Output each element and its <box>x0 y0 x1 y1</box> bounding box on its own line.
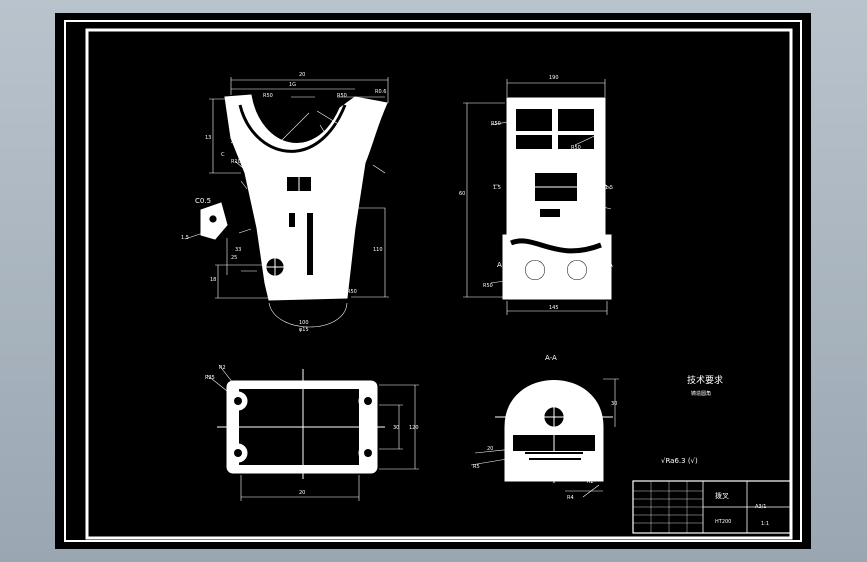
side-boss-left-inner <box>525 260 545 280</box>
side-leaders <box>490 120 612 284</box>
front-view: 20 1G R50 R50 R0.6 13 C R10 110 25 33 18… <box>181 72 389 333</box>
front-dim-label-13: R50 <box>295 211 305 217</box>
side-band <box>510 238 602 254</box>
side-window-ml <box>516 135 552 149</box>
tb-material: HT200 <box>715 519 731 525</box>
top-view: R2 R25 30 120 20 <box>205 364 419 501</box>
top-bottom-dim <box>240 475 360 501</box>
front-dim-label-1: 1G <box>289 82 296 88</box>
top-lug-bl-hole <box>234 449 242 457</box>
tb-drawing-no: A3/1 <box>755 504 766 510</box>
roughness-symbol: √Ra6.3 (√) <box>661 457 698 465</box>
top-dim-label-1: R25 <box>205 375 215 381</box>
side-dim-label-5: 60 <box>459 191 465 197</box>
side-top-dim <box>506 79 606 97</box>
top-right-dim1 <box>379 404 403 450</box>
section-title: A-A <box>545 354 557 362</box>
side-dim-label-8: R50 <box>483 283 493 289</box>
top-dim-label-3: 120 <box>409 425 419 431</box>
section-view: A-A 30 20 R5 R4 R2 <box>470 354 619 501</box>
side-dim-label-2: R50 <box>571 145 581 151</box>
front-dim-label-7: R10 <box>231 159 241 165</box>
section-dim-label-4: R2 <box>587 479 594 485</box>
front-right-dim <box>351 207 389 298</box>
side-bottom-dim <box>506 301 608 315</box>
front-small-slot <box>289 213 295 227</box>
side-view: 190 R50 R50 1.5 1:5 60 A A R50 145 <box>459 75 613 315</box>
side-slot <box>540 209 560 217</box>
front-dim-label-11: 18 <box>210 277 216 283</box>
tb-scale: 1:1 <box>761 521 769 527</box>
side-section-mark-left: A <box>497 261 502 269</box>
top-dim-label-0: R2 <box>219 365 226 371</box>
front-left-small-dims <box>215 238 269 299</box>
side-window-tr <box>558 109 594 131</box>
side-boss-right-inner <box>567 260 587 280</box>
front-dim-label-6: C <box>221 152 225 158</box>
front-left-dim <box>209 98 241 174</box>
outer-border <box>64 20 802 542</box>
front-dim-label-2: R50 <box>263 93 273 99</box>
drawing-viewport[interactable]: 20 1G R50 R50 R0.6 13 C R10 110 25 33 18… <box>55 13 811 549</box>
front-dim-label-15: 100 <box>299 320 309 326</box>
front-chamfer-note: C0.5 <box>195 197 211 205</box>
front-dim-label-4: R0.6 <box>375 89 386 95</box>
top-leaders <box>206 364 234 392</box>
front-slot <box>307 213 313 275</box>
top-lug-br-hole <box>364 449 372 457</box>
section-dim-label-1: 20 <box>487 446 493 452</box>
side-left-dim <box>463 102 505 298</box>
side-dim-label-4: 1:5 <box>605 185 613 191</box>
front-dim-label-0: 20 <box>299 72 305 78</box>
front-dim-label-9: 25 <box>231 255 237 261</box>
fork-arc-slot <box>238 104 347 153</box>
fork-body <box>224 94 388 301</box>
section-right-dim <box>603 378 619 427</box>
title-block: 拨叉 A3/1 HT200 1:1 <box>632 480 792 534</box>
front-dim-label-14: R50 <box>347 289 357 295</box>
top-right-dim2 <box>379 384 419 470</box>
tb-part-name: 拨叉 <box>715 491 729 500</box>
top-dim-label-4: 20 <box>299 490 305 496</box>
inner-border <box>85 28 793 540</box>
front-top-dim <box>230 77 389 103</box>
top-lug-tl-hole <box>234 397 242 405</box>
top-lug-tr-hole <box>364 397 372 405</box>
section-dim-label-0: 30 <box>611 401 617 407</box>
side-dim-label-1: R50 <box>491 121 501 127</box>
side-window-tl <box>516 109 552 131</box>
front-callout: 1.5 <box>181 235 189 241</box>
side-dim-label-3: 1.5 <box>493 185 501 191</box>
section-dim-label-2: R5 <box>473 464 480 470</box>
front-dim-label-3: R50 <box>337 93 347 99</box>
notes-line1: 铸造圆角 <box>691 390 711 397</box>
section-dim-label-3: R4 <box>567 495 574 501</box>
side-section-mark-right: A <box>608 261 613 269</box>
technical-notes: 技术要求 铸造圆角 √Ra6.3 (√) <box>661 374 723 465</box>
front-dim-label-12: R50 <box>311 179 321 185</box>
side-dim-label-9: 145 <box>549 305 559 311</box>
top-dim-label-2: 30 <box>393 425 399 431</box>
section-hatch <box>525 452 583 460</box>
front-dim-label-16: φ15 <box>299 327 309 333</box>
side-dim-label-0: 190 <box>549 75 559 81</box>
front-leaders <box>184 96 386 272</box>
cad-drawing: 20 1G R50 R50 R0.6 13 C R10 110 25 33 18… <box>64 20 802 542</box>
notes-title: 技术要求 <box>687 374 723 386</box>
front-dim-label-5: 13 <box>205 135 211 141</box>
detail-lug-hole <box>208 214 218 224</box>
section-leaders <box>470 448 603 498</box>
front-dim-label-10: 33 <box>235 247 241 253</box>
side-window-mr <box>558 135 594 149</box>
front-dim-label-8: 110 <box>373 247 383 253</box>
